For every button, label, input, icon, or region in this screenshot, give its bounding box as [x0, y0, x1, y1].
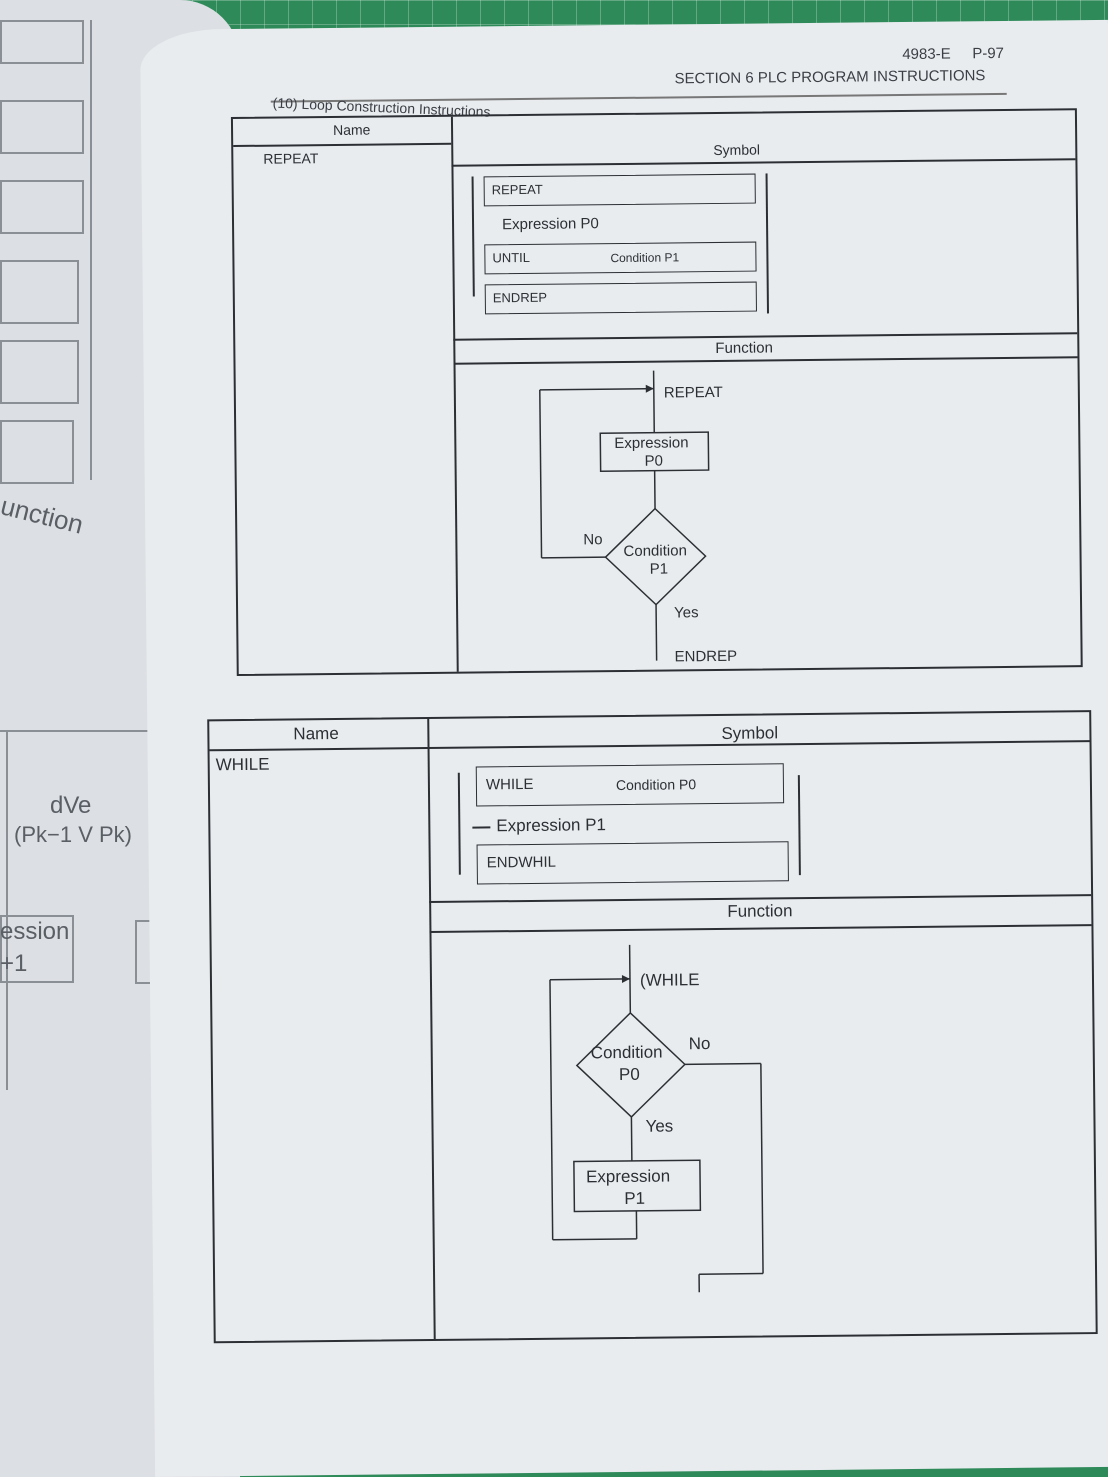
- flow-no-label: No: [688, 1034, 711, 1054]
- symbol-expression-label: Expression P1: [496, 815, 607, 836]
- flow-expression-line-2: P0: [644, 452, 663, 470]
- symbol-left-rail: [457, 772, 461, 875]
- symbol-repeat-label: REPEAT: [491, 181, 543, 198]
- ghost-divider: [6, 730, 8, 1090]
- page-number: P-97: [972, 44, 1005, 63]
- flow-expression-line-1: Expression: [614, 434, 689, 453]
- flow-expression-line-1: Expression: [585, 1166, 671, 1187]
- instruction-name: WHILE: [215, 754, 270, 775]
- repeat-flowchart: [539, 370, 710, 661]
- instruction-name: REPEAT: [263, 150, 319, 167]
- left-function-fragment: unction: [0, 490, 87, 540]
- symbol-endrep-label: ENDREP: [492, 289, 548, 306]
- symbol-until-label: UNTIL: [492, 249, 531, 266]
- left-formula-2: (Pk−1 V Pk): [14, 822, 132, 847]
- symbol-while-label: WHILE: [485, 775, 534, 794]
- left-formula-1: dVe: [50, 792, 92, 819]
- function-column-header: Function: [715, 339, 773, 357]
- flow-yes-label: Yes: [674, 604, 699, 622]
- symbol-header-rule: [451, 158, 1076, 167]
- ghost-box: [0, 340, 79, 404]
- flow-condition-line-2: P0: [618, 1064, 640, 1085]
- function-column-header: Function: [727, 901, 793, 921]
- name-header-rule: [209, 740, 1090, 751]
- section-title: SECTION 6 PLC PROGRAM INSTRUCTIONS: [674, 67, 986, 88]
- ghost-box: [0, 915, 74, 983]
- flow-condition-line-1: Condition: [623, 542, 687, 560]
- symbol-left-rail: [471, 176, 475, 297]
- left-expression-fragment: ession: [0, 918, 70, 945]
- ghost-box: [0, 420, 74, 484]
- flow-yes-label: Yes: [645, 1116, 674, 1136]
- flow-start-label: (WHILE: [639, 970, 700, 990]
- while-flowchart: [549, 944, 764, 1293]
- symbol-expression-stub: [472, 826, 491, 829]
- ghost-box: [0, 180, 84, 234]
- flow-end-label: ENDREP: [674, 647, 738, 666]
- flow-expression-line-2: P1: [624, 1188, 646, 1208]
- ghost-box: [0, 20, 84, 64]
- symbol-condition-label: Condition P0: [615, 776, 697, 794]
- flow-condition-line-1: Condition: [590, 1042, 663, 1063]
- flow-condition-line-2: P1: [649, 560, 669, 578]
- name-column-header: Name: [332, 121, 371, 138]
- name-header-rule: [233, 142, 452, 147]
- symbol-column-header: Symbol: [713, 141, 761, 159]
- ghost-box: [0, 260, 79, 324]
- ghost-rail: [90, 20, 92, 480]
- flow-start-label: REPEAT: [663, 383, 723, 402]
- left-expression-fragment-2: +1: [0, 950, 28, 977]
- symbol-right-rail: [765, 173, 769, 314]
- repeat-table: Name REPEAT Symbol REPEAT Expression P0 …: [230, 108, 1083, 677]
- symbol-expression-label: Expression P0: [501, 215, 599, 234]
- symbol-right-rail: [797, 775, 801, 876]
- manual-page: 4983-E P-97 SECTION 6 PLC PROGRAM INSTRU…: [140, 19, 1108, 1477]
- doc-code: 4983-E: [902, 45, 951, 64]
- symbol-endwhil-label: ENDWHIL: [486, 853, 556, 872]
- flow-no-label: No: [583, 531, 603, 549]
- ghost-divider: [0, 730, 170, 732]
- ghost-box: [0, 100, 84, 154]
- symbol-column-header: Symbol: [721, 723, 779, 743]
- name-column-header: Name: [293, 723, 339, 744]
- while-table: Name WHILE Symbol WHILE Condition P0 Exp…: [207, 710, 1098, 1344]
- symbol-condition-label: Condition P1: [610, 250, 680, 266]
